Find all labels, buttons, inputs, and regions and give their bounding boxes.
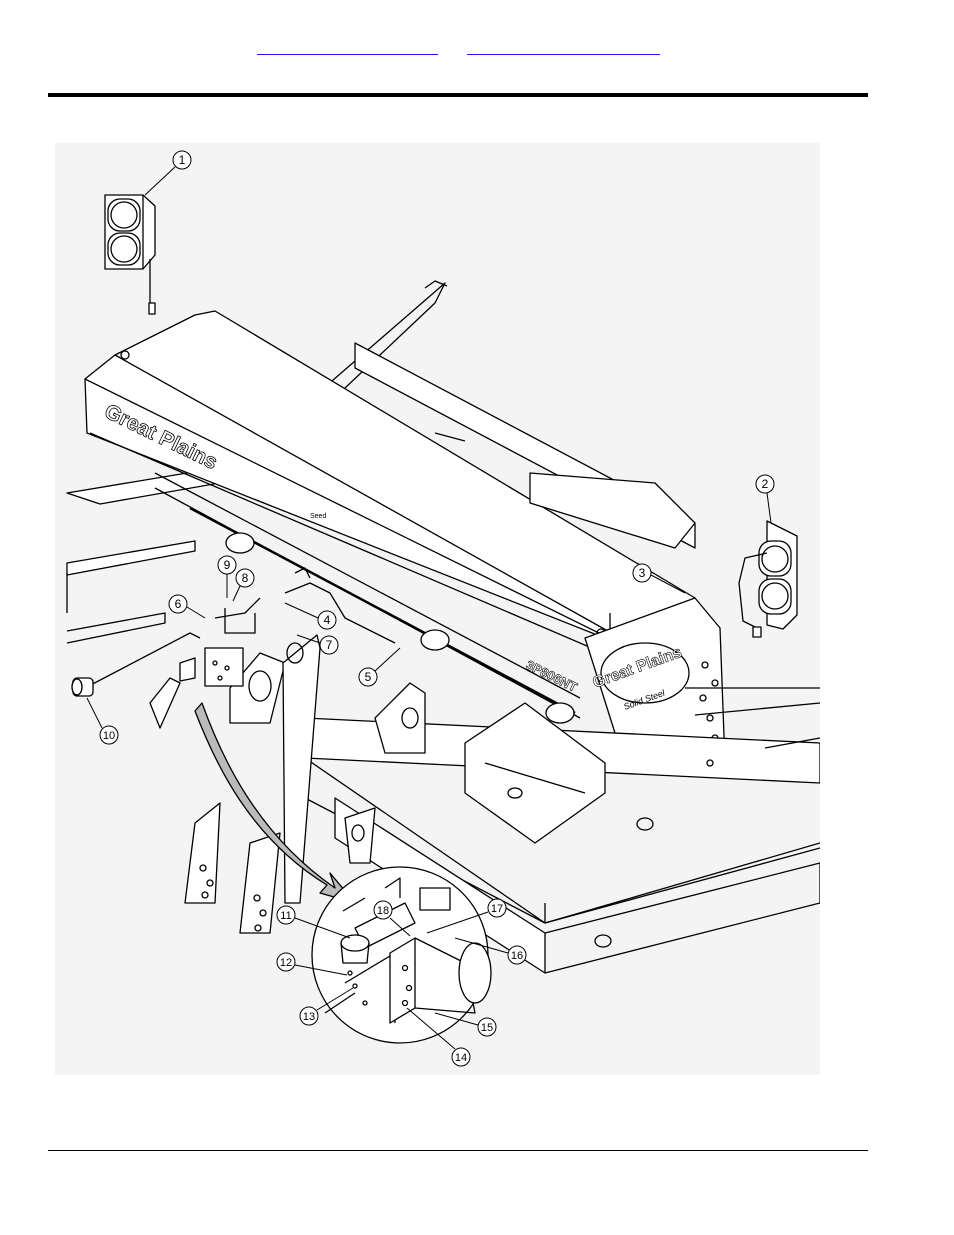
svg-text:18: 18 [377, 905, 389, 917]
callout-12: 12 [276, 952, 348, 976]
callout-11: 11 [276, 905, 351, 939]
top-rule [48, 93, 868, 97]
light-assembly-left [104, 194, 156, 315]
svg-text:7: 7 [326, 638, 333, 652]
callout-6: 6 [168, 594, 206, 619]
svg-text:10: 10 [103, 730, 115, 742]
svg-text:16: 16 [511, 950, 523, 962]
callout-2: 2 [755, 474, 775, 524]
svg-text:Seed: Seed [310, 513, 326, 520]
callout-17: 17 [426, 898, 507, 934]
svg-text:5: 5 [365, 670, 372, 684]
callout-15: 15 [434, 1012, 497, 1037]
svg-text:9: 9 [224, 558, 231, 572]
svg-text:15: 15 [481, 1022, 493, 1034]
detail-view [311, 866, 492, 1044]
svg-text:13: 13 [303, 1011, 315, 1023]
svg-text:8: 8 [242, 571, 249, 585]
callout-10: 10 [86, 697, 119, 745]
svg-text:14: 14 [455, 1052, 467, 1064]
callout-8: 8 [232, 568, 255, 602]
callout-16: 16 [454, 937, 527, 965]
bottom-rule [48, 1150, 868, 1151]
header-links [0, 40, 954, 60]
callout-4: 4 [284, 602, 337, 630]
svg-text:4: 4 [324, 613, 331, 627]
svg-text:1: 1 [179, 153, 186, 167]
callout-13: 13 [299, 987, 354, 1026]
svg-text:6: 6 [175, 597, 182, 611]
svg-text:11: 11 [280, 910, 291, 922]
header-link-section[interactable] [257, 40, 438, 55]
parts-diagram: Great Plains 3P806NT Seed Great Plains S… [55, 143, 820, 1075]
callout-14: 14 [406, 1007, 471, 1067]
callout-9: 9 [217, 555, 237, 598]
svg-text:17: 17 [491, 903, 503, 915]
callout-3: 3 [632, 563, 686, 594]
svg-text:12: 12 [280, 957, 292, 969]
header-link-page[interactable] [467, 40, 660, 55]
svg-text:2: 2 [762, 477, 769, 491]
callout-5: 5 [358, 647, 401, 687]
callout-1: 1 [144, 150, 192, 196]
svg-text:3: 3 [639, 566, 646, 580]
end-panel: Great Plains Solid Steel [584, 597, 726, 764]
callout-7: 7 [296, 634, 339, 655]
light-assembly-right [738, 520, 798, 638]
callout-18: 18 [373, 900, 411, 937]
